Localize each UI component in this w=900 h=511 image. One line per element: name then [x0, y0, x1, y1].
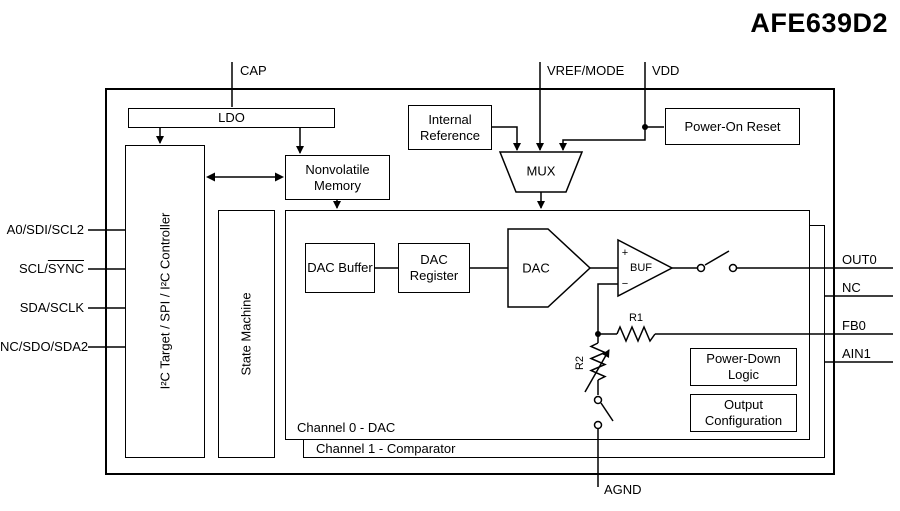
dac-register-label: DAC Register — [409, 252, 459, 283]
state-machine-block — [218, 210, 275, 458]
dac-label: DAC — [522, 260, 550, 276]
internal-reference-label: Internal Reference — [420, 111, 480, 143]
buf-plus-label: + — [621, 247, 629, 259]
serial-interface-block — [125, 145, 205, 458]
nonvolatile-memory-block: Nonvolatile Memory — [285, 155, 390, 200]
pin-label-nc-sdo-sda2: NC/SDO/SDA2 — [0, 339, 89, 354]
power-on-reset-label: Power-On Reset — [684, 118, 781, 134]
pin-label-vdd: VDD — [652, 63, 680, 78]
chip-title: AFE639D2 — [750, 8, 888, 38]
power-down-logic-block: Power-Down Logic — [690, 348, 797, 386]
internal-reference-block: Internal Reference — [408, 105, 492, 150]
pin-label-out0: OUT0 — [842, 252, 877, 267]
r2-label: R2 — [574, 355, 586, 371]
pin-label-ain1: AIN1 — [842, 346, 871, 361]
chip-outline — [105, 88, 835, 475]
pin-label-a0-sdi-scl2: A0/SDI/SCL2 — [6, 222, 84, 237]
ldo-label: LDO — [218, 110, 245, 126]
pin-label-fb0: FB0 — [842, 318, 866, 333]
dac-buffer-label: DAC Buffer — [307, 260, 373, 276]
pin-label-sda-sclk: SDA/SCLK — [19, 300, 84, 315]
ldo-block: LDO — [128, 108, 335, 128]
output-configuration-label: Output Configuration — [704, 397, 783, 428]
nonvolatile-memory-label: Nonvolatile Memory — [305, 161, 370, 193]
state-machine-label: State Machine — [238, 292, 254, 376]
dac-buffer-block: DAC Buffer — [305, 243, 375, 293]
channel1-label: Channel 1 - Comparator — [316, 441, 456, 456]
dac-register-block: DAC Register — [398, 243, 470, 293]
pin-label-cap: CAP — [240, 63, 267, 78]
output-configuration-block: Output Configuration — [690, 394, 797, 432]
buf-minus-label: − — [621, 278, 629, 290]
mux-label: MUX — [526, 163, 556, 179]
pin-label-scl-prefix: SCL/ — [18, 261, 48, 276]
serial-interface-label: I²C Target / SPI / I²C Controller — [157, 212, 173, 390]
pin-label-sync-overline: SYNC — [47, 261, 84, 276]
pin-label-scl-sync: SCL/SYNC — [0, 261, 84, 276]
buf-label: BUF — [630, 262, 652, 274]
pin-label-vref-mode: VREF/MODE — [547, 63, 625, 78]
pin-label-nc: NC — [842, 280, 861, 295]
pin-label-agnd: AGND — [604, 482, 642, 497]
channel0-label: Channel 0 - DAC — [297, 420, 396, 435]
r1-label: R1 — [628, 312, 644, 324]
power-on-reset-block: Power-On Reset — [665, 108, 800, 145]
power-down-logic-label: Power-Down Logic — [706, 351, 781, 382]
